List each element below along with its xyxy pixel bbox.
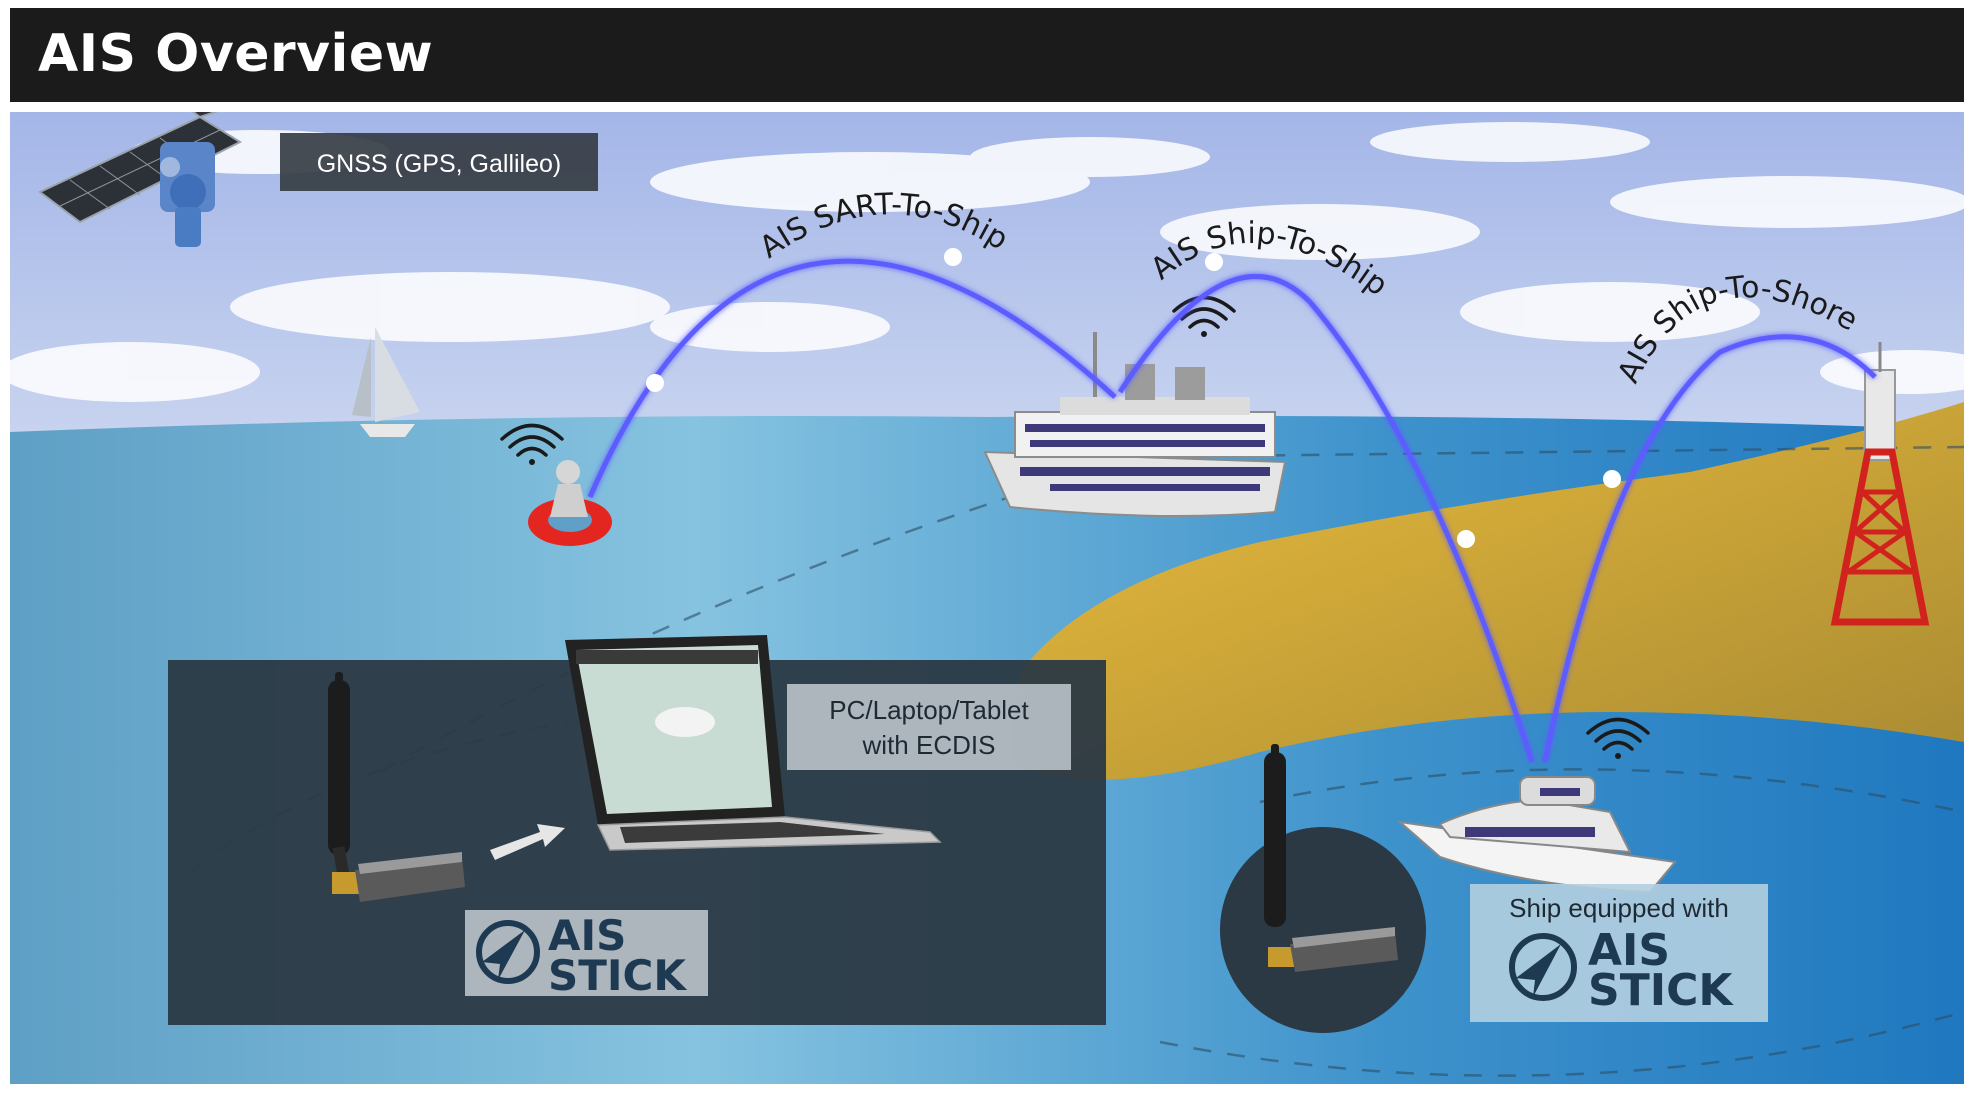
gnss-label: GNSS (GPS, Gallileo) — [317, 150, 562, 178]
arrow-icon — [490, 824, 565, 860]
wifi-signal-icon — [1586, 717, 1650, 759]
laptop-ecdis — [565, 635, 942, 851]
yacht — [1396, 776, 1677, 894]
ship-to-shore-signal — [1542, 334, 1877, 763]
logo-text-stick: STICK — [1588, 965, 1734, 1016]
gnss-label-box — [280, 133, 598, 191]
ais-stick-device — [1264, 744, 1398, 972]
shore-tower — [1830, 342, 1930, 626]
ais-signal-arcs — [587, 258, 1877, 763]
pc-label-line2: with ECDIS — [862, 730, 996, 760]
satellite-icon — [38, 112, 243, 247]
page-title: AIS Overview — [38, 24, 434, 84]
ais-sart-buoy — [528, 460, 612, 546]
ais-stick-device — [328, 672, 465, 902]
pc-label-line1: PC/Laptop/Tablet — [829, 695, 1029, 725]
logo-text-ais: AIS — [1588, 925, 1670, 976]
ais-stick-logo-icon — [476, 920, 540, 984]
ship-equipped-box — [1470, 884, 1768, 1022]
ais-diagram: GNSS (GPS, Gallileo) — [10, 112, 1964, 1084]
ais-stick-circle — [1220, 827, 1426, 1033]
signal-nodes — [646, 248, 1621, 548]
logo-text-ais: AIS — [548, 911, 626, 960]
pc-label-box — [787, 684, 1071, 770]
wifi-signal-icon — [500, 423, 564, 465]
ais-stick-logo-icon — [1509, 933, 1577, 1001]
ferry-ship — [983, 332, 1287, 517]
title-bar: AIS Overview — [10, 8, 1964, 102]
ais-diagram-scene: GNSS (GPS, Gallileo) — [10, 112, 1964, 1084]
sart-to-ship-signal — [587, 258, 1117, 498]
sailboat — [352, 327, 420, 437]
ship-to-ship-signal — [1117, 274, 1535, 763]
logo-text-stick: STICK — [548, 951, 687, 1000]
coastline-land — [1010, 402, 1964, 780]
ship-equipped-label: Ship equipped with — [1509, 893, 1729, 923]
